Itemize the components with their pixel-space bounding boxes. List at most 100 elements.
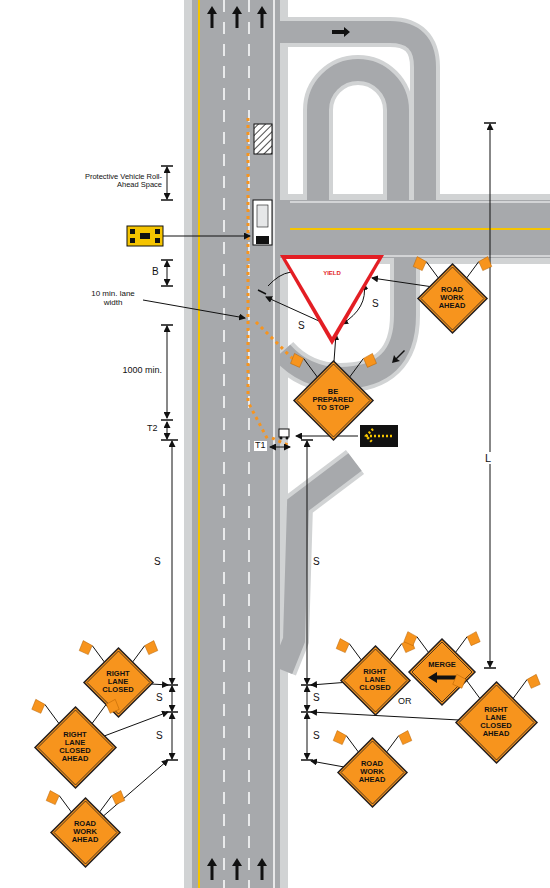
sign-text: RIGHT LANE CLOSED AHEAD — [476, 706, 516, 739]
callout-note: Protective Vehicle Roll-Ahead Space — [78, 173, 162, 190]
warning-sign: ROAD WORK AHEAD — [50, 797, 121, 868]
road-surface — [192, 0, 280, 888]
warning-sign: RIGHT LANE CLOSED AHEAD — [34, 706, 117, 789]
work-vehicle — [280, 437, 283, 440]
dimension-label: S — [298, 320, 305, 331]
dimension-line — [167, 422, 168, 439]
dimension-label: L — [484, 452, 492, 464]
diamond-sign-shape — [408, 638, 476, 706]
truck-mounted-attenuator-board — [140, 233, 150, 239]
truck-mounted-attenuator-board — [130, 229, 135, 234]
road-shoulder — [282, 462, 355, 670]
truck-mounted-attenuator-board — [130, 238, 135, 243]
callout-note: 10 min. lane width — [86, 290, 140, 308]
road-shoulder — [270, 32, 425, 670]
pavement-markings — [273, 0, 275, 888]
sign-text: ROAD WORK AHEAD — [434, 286, 470, 311]
dimension-line — [167, 124, 490, 759]
protective-vehicle — [253, 200, 272, 245]
road-surface — [318, 70, 398, 200]
dimension-label: S — [156, 730, 163, 741]
dimension-label: S — [313, 692, 320, 703]
road-shoulder — [270, 32, 425, 200]
channelizing-devices — [248, 118, 268, 440]
leader-line — [143, 300, 245, 318]
dimension-line — [307, 441, 308, 684]
dimension-line — [490, 124, 491, 667]
sign-text: RIGHT LANE CLOSED — [100, 670, 136, 695]
ramp-arrow — [392, 350, 405, 363]
work-area — [254, 124, 272, 154]
protective-vehicle — [253, 200, 272, 245]
warning-sign: BE PREPARED TO STOP — [293, 360, 374, 441]
sign-text: MERGE — [424, 661, 460, 669]
location-tick — [161, 123, 496, 668]
lane-arrow — [232, 858, 242, 880]
dimension-label: 1000 min. — [106, 366, 162, 376]
road-surface — [192, 0, 550, 888]
pavement-markings — [198, 0, 200, 888]
dimension-label: T1 — [254, 441, 267, 451]
dimension-label: B — [152, 266, 159, 277]
truck-mounted-attenuator-board — [155, 238, 160, 243]
dimension-label: S — [313, 730, 320, 741]
dimension-line — [167, 326, 168, 418]
pavement-markings — [290, 201, 550, 202]
protective-vehicle — [256, 236, 269, 244]
lane-arrow — [207, 6, 217, 28]
yield-sign-shape — [280, 255, 384, 345]
truck-mounted-attenuator-board — [127, 226, 163, 246]
location-tick — [166, 685, 178, 760]
protective-vehicle — [257, 205, 268, 227]
warning-sign: ROAD WORK AHEAD — [337, 737, 408, 808]
dimension-line — [307, 686, 308, 711]
dimension-line — [172, 686, 173, 711]
lane-arrow — [207, 858, 217, 880]
pavement-markings — [290, 228, 550, 230]
work-vehicle — [286, 437, 289, 440]
arrow-panel — [360, 425, 398, 447]
dimension-label: OR — [398, 697, 412, 707]
dimension-line — [172, 441, 173, 684]
road-surface — [282, 462, 355, 670]
truck-mounted-attenuator-board — [155, 229, 160, 234]
road-shoulder — [318, 70, 398, 200]
work-vehicle — [279, 429, 289, 440]
dimension-label: S — [313, 556, 320, 567]
ramp-arrow — [332, 27, 350, 37]
sign-text: ROAD WORK AHEAD — [67, 820, 103, 845]
dimension-line — [307, 713, 308, 759]
dimension-line — [167, 261, 168, 285]
leader-line — [163, 236, 250, 237]
sign-text: ROAD WORK AHEAD — [354, 760, 390, 785]
dimension-label: S — [372, 298, 379, 309]
pavement-markings — [223, 0, 225, 888]
lane-arrow — [232, 6, 242, 28]
arrow-panel — [366, 429, 393, 443]
leader-line — [75, 236, 496, 832]
sign-text: BE PREPARED TO STOP — [310, 388, 356, 413]
channelizing-devices — [256, 322, 296, 362]
leader-line — [296, 436, 358, 437]
leader-line — [270, 447, 290, 448]
sign-text: RIGHT LANE CLOSED AHEAD — [55, 731, 95, 764]
dimension-line — [167, 167, 168, 199]
lane-arrow — [257, 858, 267, 880]
dimension-line — [172, 713, 173, 759]
road-surface — [270, 32, 425, 200]
road-shoulder — [184, 0, 288, 888]
location-tick — [161, 123, 496, 760]
road-surface — [280, 200, 550, 258]
pavement-markings — [199, 0, 550, 888]
road-shoulder — [184, 0, 550, 888]
arrow-symbol — [427, 672, 457, 683]
warning-sign: RIGHT LANE CLOSED AHEAD — [455, 681, 538, 764]
arrow-panel — [360, 425, 398, 447]
sign-text: YIELD — [280, 270, 384, 277]
sign-text: RIGHT LANE CLOSED — [357, 668, 393, 693]
dimension-label: S — [154, 556, 161, 567]
dimension-label: T2 — [147, 424, 158, 434]
location-tick — [301, 685, 313, 760]
dimension-label: S — [156, 692, 163, 703]
lane-arrow — [257, 6, 267, 28]
